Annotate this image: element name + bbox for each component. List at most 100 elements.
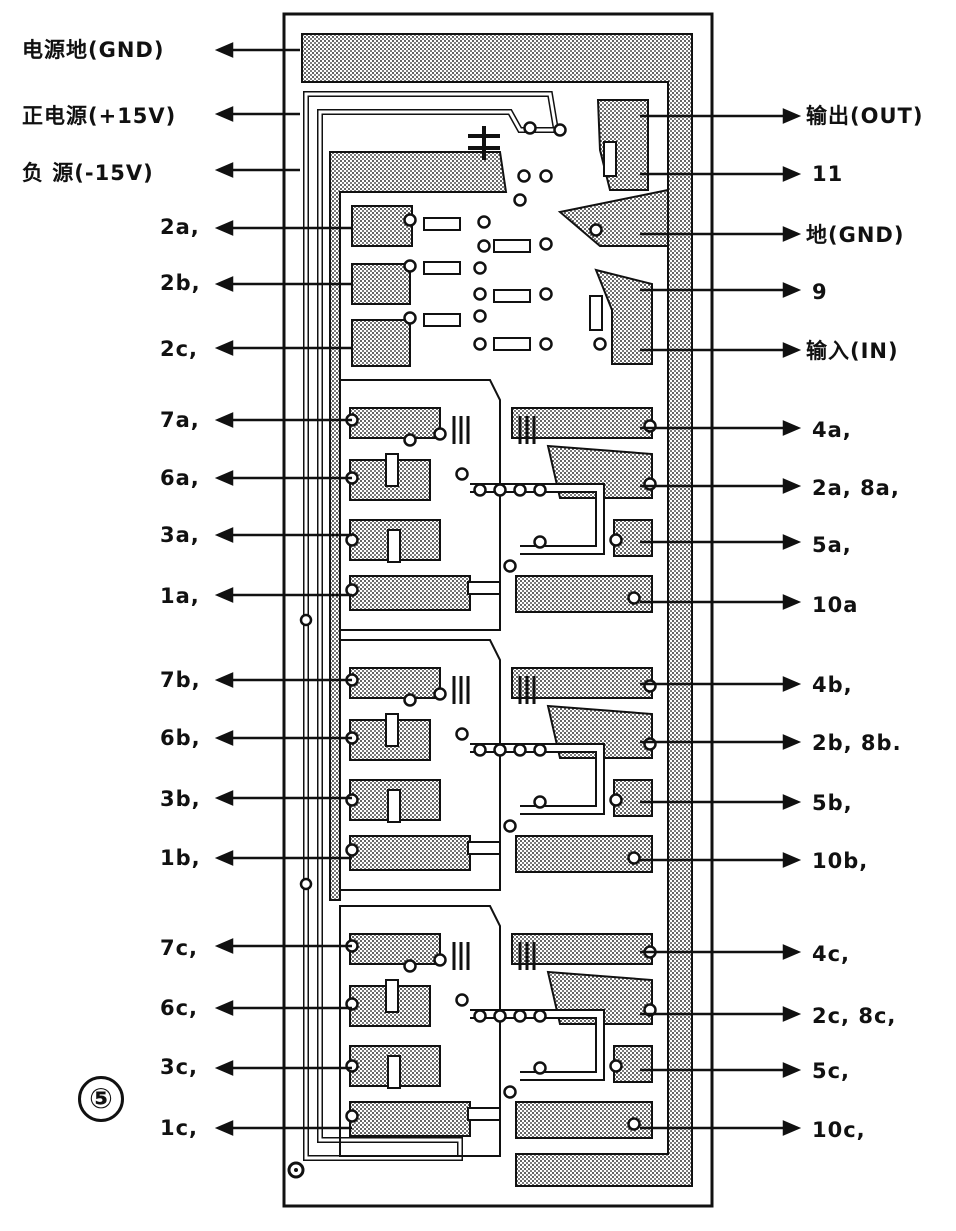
right-arrowhead <box>782 478 802 494</box>
channel-block-c <box>339 905 657 1157</box>
label-3b: 3b, <box>160 787 201 811</box>
via <box>589 223 603 237</box>
via <box>403 693 417 707</box>
left-arrowhead <box>214 672 234 688</box>
via <box>345 793 359 807</box>
via <box>493 1009 507 1023</box>
via <box>433 953 447 967</box>
right-arrowhead <box>782 594 802 610</box>
via <box>345 1059 359 1073</box>
via <box>643 477 657 491</box>
right-arrowhead <box>782 794 802 810</box>
label-3c: 3c, <box>160 1055 199 1079</box>
right-arrowhead <box>782 226 802 242</box>
left-arrowhead <box>214 938 234 954</box>
left-arrowhead <box>214 42 234 58</box>
right-arrowhead <box>782 676 802 692</box>
via <box>517 169 531 183</box>
via <box>403 311 417 325</box>
via <box>539 169 553 183</box>
label-2b-8b: 2b, 8b. <box>812 731 902 755</box>
pad-7 <box>349 667 441 699</box>
label-2c: 2c, <box>160 337 199 361</box>
via <box>473 261 487 275</box>
right-arrowhead <box>782 1120 802 1136</box>
via <box>403 259 417 273</box>
label-1a: 1a, <box>160 584 200 608</box>
via <box>455 467 469 481</box>
pad-1 <box>349 575 471 611</box>
right-arrowhead <box>782 852 802 868</box>
right-arrowhead <box>782 282 802 298</box>
via <box>627 851 641 865</box>
label-input: 输入(IN) <box>806 339 899 363</box>
left-arrowhead <box>214 220 234 236</box>
label-output: 输出(OUT) <box>806 104 924 128</box>
left-arrowhead <box>214 162 234 178</box>
label-6a: 6a, <box>160 466 200 490</box>
via <box>345 1109 359 1123</box>
via <box>533 483 547 497</box>
via <box>403 959 417 973</box>
via <box>627 1117 641 1131</box>
via <box>503 819 517 833</box>
label-9: 9 <box>812 280 828 304</box>
label-10c: 10c, <box>812 1118 866 1142</box>
left-arrowhead <box>214 587 234 603</box>
via <box>533 1009 547 1023</box>
via <box>593 337 607 351</box>
ground-pad <box>557 188 669 247</box>
label-2a-8a: 2a, 8a, <box>812 476 900 500</box>
label-3a: 3a, <box>160 523 200 547</box>
via <box>473 1009 487 1023</box>
channel-outline <box>339 639 501 891</box>
left-arrowhead <box>214 850 234 866</box>
left-arrowhead <box>214 1000 234 1016</box>
label-10b: 10b, <box>812 849 869 873</box>
resistor <box>385 713 399 747</box>
via <box>403 213 417 227</box>
left-arrowhead <box>214 527 234 543</box>
via <box>473 337 487 351</box>
right-arrowhead <box>782 734 802 750</box>
right-arrowhead <box>782 1006 802 1022</box>
via <box>643 679 657 693</box>
capacitor-top <box>468 126 500 160</box>
pad-10 <box>515 835 653 873</box>
pad-7 <box>349 933 441 965</box>
via <box>533 535 547 549</box>
label-4c: 4c, <box>812 942 851 966</box>
pad-2b <box>351 263 411 305</box>
via <box>553 123 567 137</box>
via <box>455 727 469 741</box>
via <box>477 239 491 253</box>
pad-2c <box>351 319 411 367</box>
via <box>643 737 657 751</box>
via <box>533 1061 547 1075</box>
via <box>539 287 553 301</box>
via <box>493 743 507 757</box>
ground-rail <box>301 33 693 1187</box>
resistor <box>467 1107 501 1121</box>
label-1c: 1c, <box>160 1116 199 1140</box>
resistor <box>467 841 501 855</box>
right-arrowhead <box>782 944 802 960</box>
channel-outline <box>339 379 501 631</box>
label-7a: 7a, <box>160 408 200 432</box>
via <box>503 1085 517 1099</box>
via <box>513 743 527 757</box>
right-arrowhead <box>782 166 802 182</box>
label-ground: 地(GND) <box>806 223 905 247</box>
channel-block-a <box>339 379 657 631</box>
via <box>609 1059 623 1073</box>
pad-2a <box>351 205 413 247</box>
via <box>523 121 537 135</box>
label-4a: 4a, <box>812 418 852 442</box>
via <box>345 843 359 857</box>
pad-1 <box>349 1101 471 1137</box>
label-5c: 5c, <box>812 1059 851 1083</box>
via <box>473 483 487 497</box>
via <box>455 993 469 1007</box>
right-arrowhead <box>782 534 802 550</box>
